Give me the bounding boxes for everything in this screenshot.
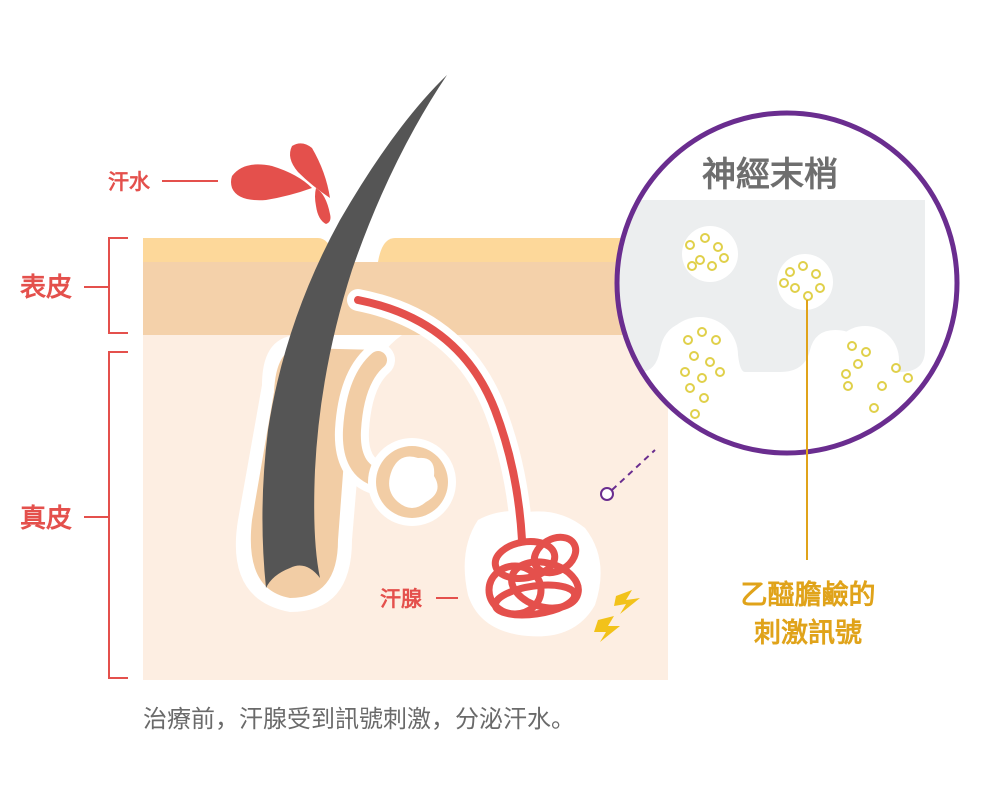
nerve-ending-zoom <box>614 110 960 456</box>
sweat-label: 汗水 <box>108 170 151 194</box>
zoom-connector <box>600 449 656 501</box>
acetylcholine-label-line1: 乙醯膽鹼的 <box>741 579 876 611</box>
epidermis-surface <box>143 238 668 262</box>
dermis-label: 真皮 <box>20 504 72 534</box>
sebaceous-gland <box>334 343 456 526</box>
sweat-gland-label: 汗腺 <box>380 587 423 611</box>
nerve-ending-title: 神經末梢 <box>702 155 838 195</box>
acetylcholine-label-line2: 刺激訊號 <box>754 617 862 649</box>
diagram-caption: 治療前，汗腺受到訊號刺激，分泌汗水。 <box>143 705 575 733</box>
layer-brackets <box>84 237 128 679</box>
hair-shaft <box>262 75 447 588</box>
sweat-gland-coil <box>485 533 582 619</box>
epidermis-label: 表皮 <box>20 273 72 303</box>
droplet-icon <box>231 143 331 224</box>
sweat-duct <box>347 289 533 551</box>
lightning-icon <box>594 590 640 642</box>
